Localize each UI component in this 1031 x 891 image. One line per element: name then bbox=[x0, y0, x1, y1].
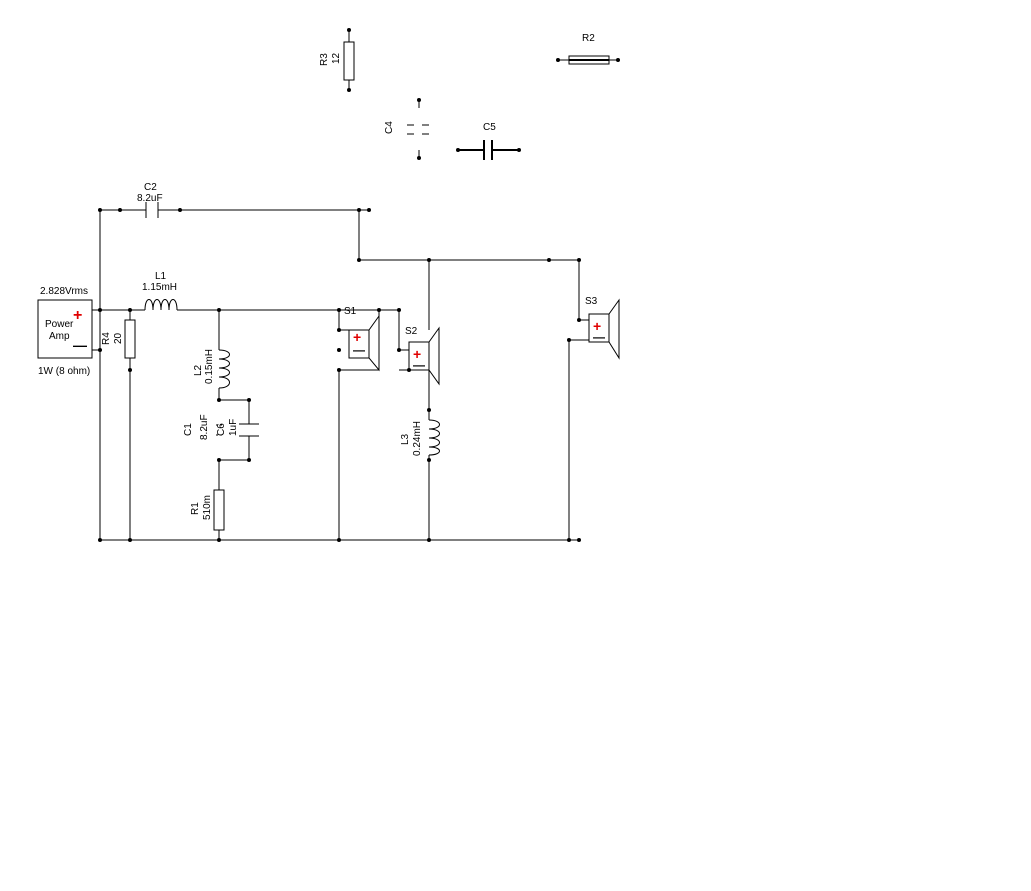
c2-ref-label: C2 bbox=[144, 182, 157, 193]
c1-value-label: 8.2uF bbox=[199, 414, 210, 440]
s1-plus-icon: + bbox=[353, 329, 361, 345]
power-amp[interactable]: 2.828Vrms Power Amp + — 1W (8 ohm) bbox=[37, 286, 93, 377]
amp-title-line2: Amp bbox=[49, 331, 70, 342]
l3-ref-label: L3 bbox=[400, 433, 411, 445]
l2-value-label: 0.15mH bbox=[204, 349, 215, 384]
amp-rating-label: 1W (8 ohm) bbox=[38, 366, 90, 377]
inductor-l1[interactable]: L1 1.15mH bbox=[142, 271, 178, 311]
l1-value-label: 1.15mH bbox=[142, 282, 177, 293]
speaker-s2[interactable]: S2 + — bbox=[405, 326, 440, 386]
c2-value-label: 8.2uF bbox=[137, 193, 163, 204]
inductor-l2[interactable]: L2 0.15mH bbox=[193, 349, 230, 389]
l1-ref-label: L1 bbox=[155, 271, 167, 282]
c6-value-label: 1uF bbox=[228, 419, 239, 436]
resistor-r4[interactable]: R4 20 bbox=[101, 319, 136, 359]
capacitor-c1[interactable]: C1 8.2uF bbox=[183, 414, 222, 440]
capacitor-c2[interactable]: C2 8.2uF bbox=[137, 182, 163, 218]
amp-title-line1: Power bbox=[45, 319, 74, 330]
resistor-r1[interactable]: R1 510m bbox=[190, 489, 225, 531]
s3-minus-icon: — bbox=[593, 330, 605, 344]
capacitor-c4[interactable]: C4 bbox=[384, 98, 429, 160]
speaker-s1[interactable]: S1 + — bbox=[344, 306, 380, 372]
s2-ref-label: S2 bbox=[405, 326, 418, 337]
r1-value-label: 510m bbox=[202, 495, 213, 520]
amp-voltage-label: 2.828Vrms bbox=[40, 286, 88, 297]
resistor-r3[interactable]: R3 12 bbox=[319, 28, 355, 92]
r3-value-label: 12 bbox=[331, 52, 342, 64]
r4-ref-label: R4 bbox=[101, 332, 112, 345]
resistor-r2[interactable]: R2 bbox=[556, 33, 620, 65]
capacitor-c5[interactable]: C5 bbox=[456, 122, 521, 160]
amp-plus-icon: + bbox=[73, 307, 82, 324]
inductor-l3[interactable]: L3 0.24mH bbox=[400, 419, 440, 456]
speaker-s3[interactable]: S3 + — bbox=[585, 296, 620, 360]
r4-value-label: 20 bbox=[113, 332, 124, 344]
junction-dots bbox=[98, 208, 581, 542]
c6-ref-label: C6 bbox=[216, 423, 227, 436]
capacitor-c6[interactable]: C6 1uF bbox=[216, 419, 259, 437]
amp-minus-icon: — bbox=[73, 337, 87, 353]
wires bbox=[92, 209, 589, 541]
s2-plus-icon: + bbox=[413, 346, 421, 362]
s1-ref-label: S1 bbox=[344, 306, 357, 317]
s3-ref-label: S3 bbox=[585, 296, 598, 307]
s1-minus-icon: — bbox=[353, 343, 365, 357]
r1-ref-label: R1 bbox=[190, 502, 201, 515]
l3-value-label: 0.24mH bbox=[412, 421, 423, 456]
l2-ref-label: L2 bbox=[193, 364, 204, 376]
c1-ref-label: C1 bbox=[183, 423, 194, 436]
c4-ref-label: C4 bbox=[384, 121, 395, 134]
r2-ref-label: R2 bbox=[582, 33, 595, 44]
c5-ref-label: C5 bbox=[483, 122, 496, 133]
s3-plus-icon: + bbox=[593, 318, 601, 334]
s2-minus-icon: — bbox=[413, 358, 425, 372]
r3-ref-label: R3 bbox=[319, 53, 330, 66]
